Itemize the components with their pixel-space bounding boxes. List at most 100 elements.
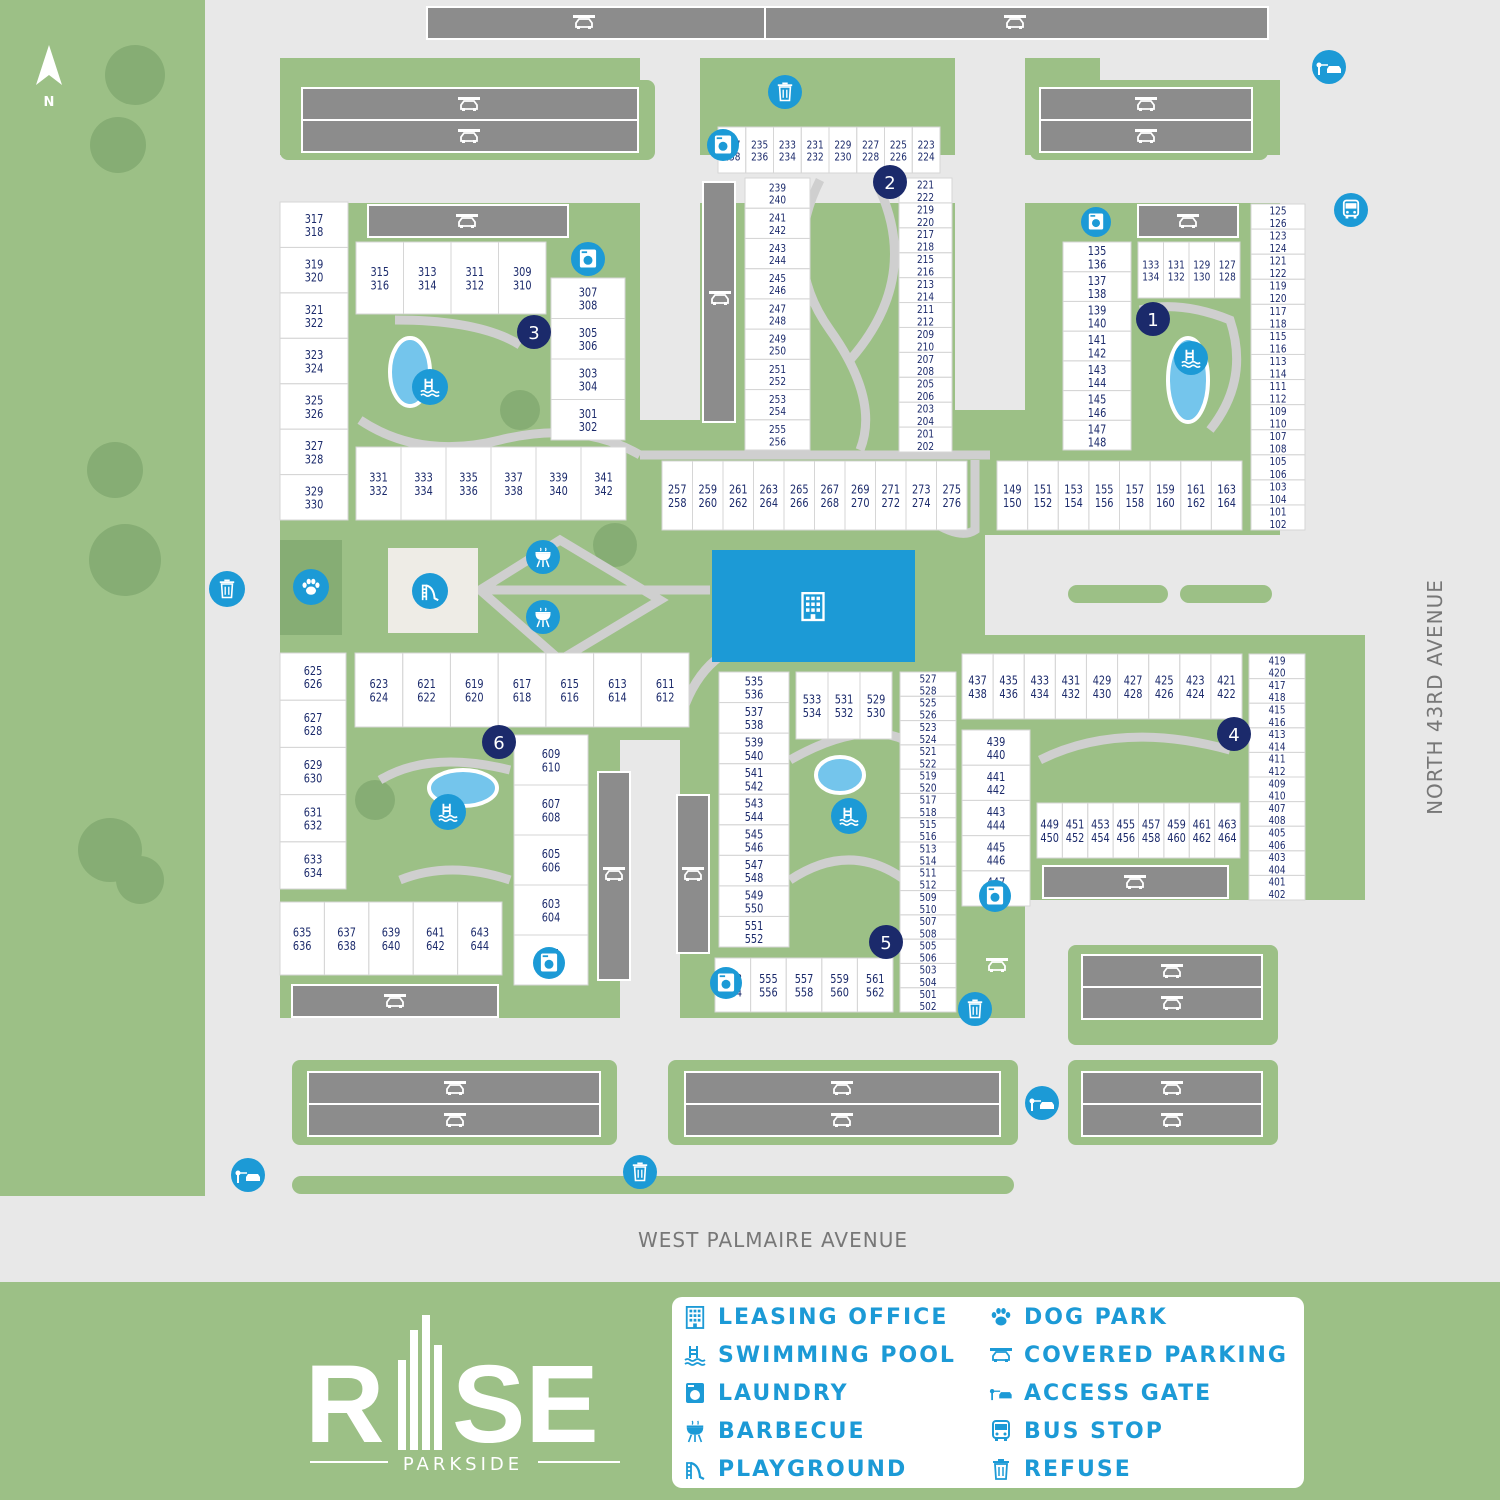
refuse-badge[interactable] [958, 992, 992, 1026]
building-marker-4[interactable] [1217, 717, 1251, 751]
building-marker-2[interactable] [873, 165, 907, 199]
apartment-unit[interactable]: 401 [1248, 874, 1306, 901]
apartment-unit[interactable]: 101 [1250, 504, 1306, 531]
apartment-unit[interactable]: 110 [1269, 418, 1286, 431]
apartment-unit[interactable]: 414 [1268, 740, 1285, 753]
apartment-unit[interactable]: 418 [1268, 691, 1285, 704]
apartment-unit[interactable]: 404 [1268, 863, 1285, 876]
apartment-unit[interactable]: 408 [1268, 814, 1285, 827]
apartment-unit[interactable]: 416 [1268, 716, 1285, 729]
apartment-unit[interactable]: 222 [917, 191, 934, 204]
apartment-unit[interactable]: 520 [919, 782, 936, 795]
building-marker-1[interactable] [1136, 302, 1170, 336]
apartment-unit[interactable]: 420 [1268, 667, 1285, 680]
apartment-unit[interactable]: 210 [917, 340, 934, 353]
apartment-unit[interactable]: 522 [919, 757, 936, 770]
apartment-unit[interactable]: 526 [919, 709, 936, 722]
apartment-unit[interactable]: 206 [917, 390, 934, 403]
apartment-unit[interactable]: 214 [917, 290, 934, 303]
apartment-unit[interactable]: 108 [1269, 443, 1286, 456]
apartment-unit[interactable]: 114 [1269, 367, 1286, 380]
apartment-unit[interactable]: 412 [1268, 765, 1285, 778]
apartment-unit[interactable]: 204 [917, 415, 934, 428]
apartment-unit[interactable]: 218 [917, 241, 934, 254]
apartment-unit[interactable]: 514 [919, 854, 936, 867]
refuse-badge[interactable] [623, 1155, 657, 1189]
apartment-unit[interactable]: 212 [917, 315, 934, 328]
apartment-unit[interactable]: 516 [919, 830, 936, 843]
bus-stop-badge[interactable] [1334, 193, 1368, 227]
apartment-unit[interactable]: 104 [1269, 493, 1286, 506]
apartment-unit[interactable]: 524 [919, 733, 936, 746]
refuse-badge[interactable] [768, 75, 802, 109]
apartment-unit[interactable]: 528 [919, 684, 936, 697]
apartment-unit[interactable]: 208 [917, 365, 934, 378]
apartment-unit[interactable]: 112 [1269, 393, 1286, 406]
apartment-unit[interactable]: 504 [919, 976, 936, 989]
apartment-unit[interactable]: 501 [899, 987, 957, 1013]
apartment-unit[interactable]: 508 [919, 927, 936, 940]
apartment-unit[interactable]: 120 [1269, 292, 1286, 305]
apartment-unit[interactable]: 124 [1269, 242, 1286, 255]
apartment-unit[interactable]: 512 [919, 879, 936, 892]
apartment-unit[interactable]: 122 [1269, 267, 1286, 280]
apartment-unit[interactable]: 220 [917, 216, 934, 229]
